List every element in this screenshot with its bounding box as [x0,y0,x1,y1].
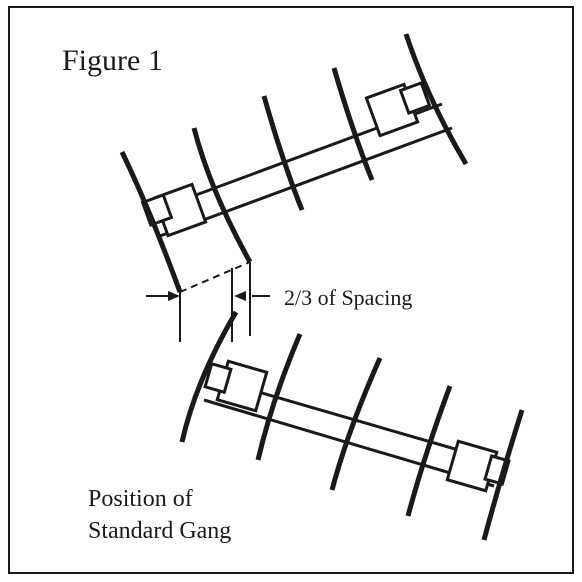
lower-gang [179,310,525,541]
spacing-dimension [146,261,270,342]
standard-gang-label-line2: Standard Gang [88,518,231,544]
upper-gang-disc-3 [261,95,305,211]
lower-gang-bearing-left-inner [203,361,233,395]
lower-gang-disc-1 [179,310,239,443]
upper-gang-disc-4 [331,67,375,181]
lower-gang-disc-3 [329,356,383,491]
upper-gang-disc-2 [191,127,253,264]
upper-gang-disc-1 [119,150,183,293]
standard-gang-label-line1: Position of [88,486,193,512]
upper-gang-bearing-right-inner [398,81,432,115]
upper-gang [119,33,469,293]
figure-title: Figure 1 [62,44,163,77]
lower-gang-disc-4 [405,385,453,517]
upper-gang-disc-5 [403,33,469,166]
lower-gang-disc-5 [481,409,525,541]
lower-gang-disc-2 [255,333,303,461]
spacing-label: 2/3 of Spacing [284,285,412,310]
